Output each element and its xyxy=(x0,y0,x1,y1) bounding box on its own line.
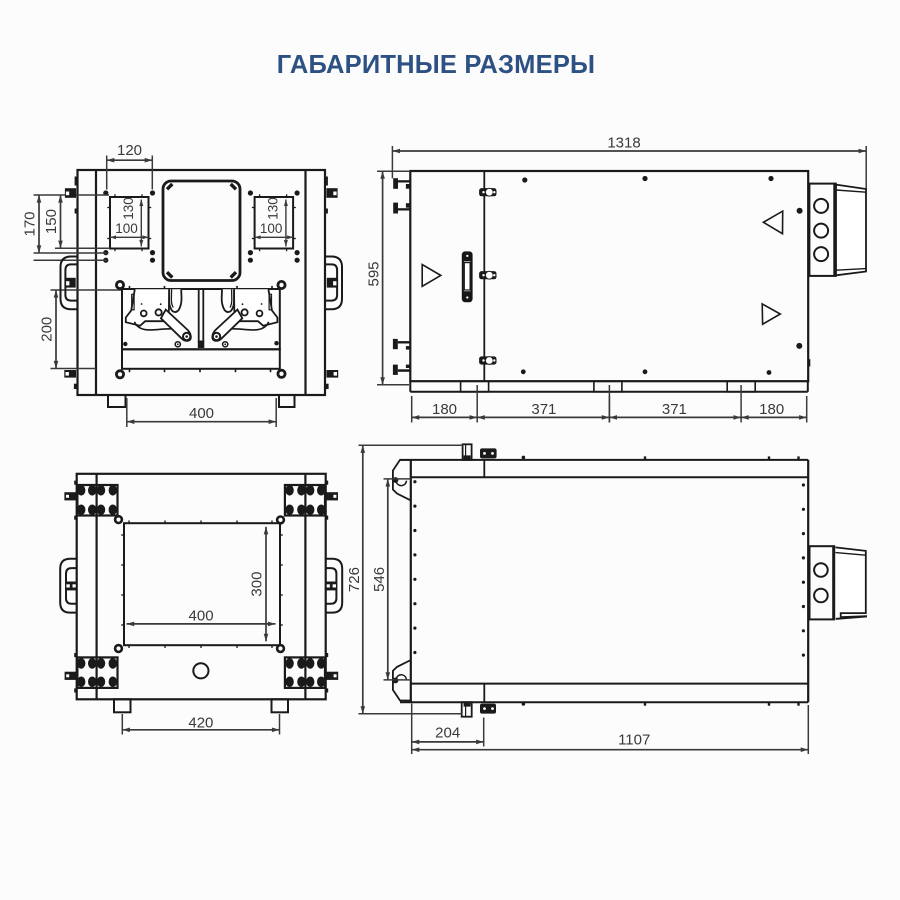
svg-text:180: 180 xyxy=(432,401,457,418)
svg-text:420: 420 xyxy=(188,715,213,732)
svg-text:150: 150 xyxy=(43,209,60,234)
svg-text:100: 100 xyxy=(115,221,138,236)
svg-text:204: 204 xyxy=(435,725,460,742)
svg-text:595: 595 xyxy=(366,261,383,286)
svg-text:546: 546 xyxy=(371,567,388,592)
svg-text:300: 300 xyxy=(249,572,266,597)
svg-text:180: 180 xyxy=(759,401,784,418)
svg-text:200: 200 xyxy=(39,317,56,342)
svg-text:130: 130 xyxy=(121,197,136,220)
svg-text:400: 400 xyxy=(189,405,214,422)
svg-text:371: 371 xyxy=(531,401,556,418)
svg-text:120: 120 xyxy=(117,142,142,159)
svg-text:400: 400 xyxy=(189,607,214,624)
svg-text:100: 100 xyxy=(260,221,283,236)
svg-text:170: 170 xyxy=(22,211,39,236)
svg-text:371: 371 xyxy=(662,401,687,418)
svg-text:726: 726 xyxy=(346,567,363,592)
svg-text:130: 130 xyxy=(265,197,280,220)
svg-text:1318: 1318 xyxy=(607,134,640,151)
svg-text:1107: 1107 xyxy=(618,732,650,749)
